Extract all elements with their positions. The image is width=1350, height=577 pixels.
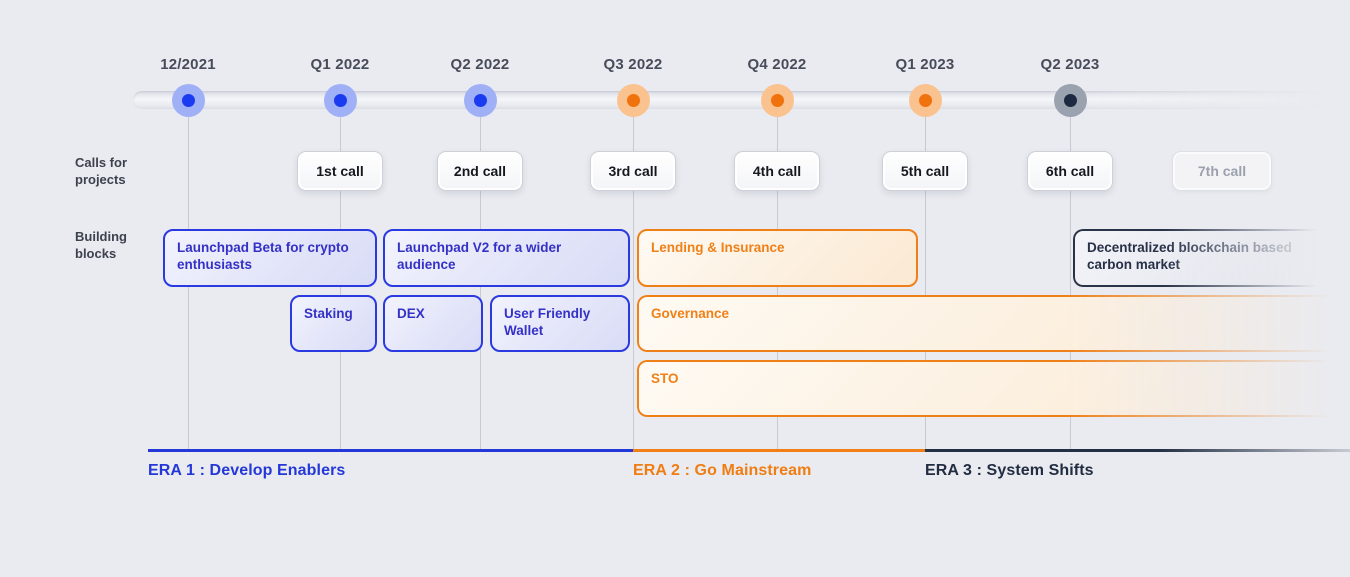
gridline: [1070, 110, 1071, 451]
call-chip: 1st call: [297, 151, 383, 191]
call-chip: 7th call: [1172, 151, 1272, 191]
building-block: Staking: [290, 295, 377, 352]
milestone-date-label: 12/2021: [160, 56, 216, 73]
timeline-dot: [908, 84, 942, 117]
milestone-date-label: Q2 2023: [1040, 56, 1100, 73]
building-block: Launchpad Beta for crypto enthusiasts: [163, 229, 377, 287]
building-block: User Friendly Wallet: [490, 295, 630, 352]
milestone-date-label: Q3 2022: [603, 56, 663, 73]
building-block: STO: [637, 360, 1350, 417]
timeline-track: [133, 91, 1338, 109]
call-chip: 2nd call: [437, 151, 523, 191]
gridline: [925, 110, 926, 451]
era-label: ERA 1 : Develop Enablers: [148, 462, 346, 479]
building-block: Governance: [637, 295, 1350, 352]
timeline-dot: [323, 84, 357, 117]
timeline-dot: [463, 84, 497, 117]
era-label: ERA 2 : Go Mainstream: [633, 462, 812, 479]
timeline-dot: [1053, 84, 1087, 117]
era-line: [633, 449, 925, 452]
building-block: Decentralized blockchain based carbon ma…: [1073, 229, 1335, 287]
building-block: Lending & Insurance: [637, 229, 918, 287]
era-label: ERA 3 : System Shifts: [925, 462, 1094, 479]
gridline: [633, 110, 634, 451]
timeline-dot: [616, 84, 650, 117]
building-blocks-row-label: Building blocks: [75, 229, 127, 261]
timeline-dot: [171, 84, 205, 117]
call-chip: 3rd call: [590, 151, 676, 191]
building-block: Launchpad V2 for a wider audience: [383, 229, 630, 287]
building-block: DEX: [383, 295, 483, 352]
calls-for-projects-row-label: Calls for projects: [75, 155, 128, 187]
milestone-date-label: Q1 2023: [895, 56, 955, 73]
milestone-date-label: Q1 2022: [310, 56, 370, 73]
timeline-dot: [760, 84, 794, 117]
era-line: [925, 449, 1350, 452]
era-line: [148, 449, 633, 452]
call-chip: 6th call: [1027, 151, 1113, 191]
call-chip: 5th call: [882, 151, 968, 191]
milestone-date-label: Q4 2022: [747, 56, 807, 73]
milestone-date-label: Q2 2022: [450, 56, 510, 73]
call-chip: 4th call: [734, 151, 820, 191]
